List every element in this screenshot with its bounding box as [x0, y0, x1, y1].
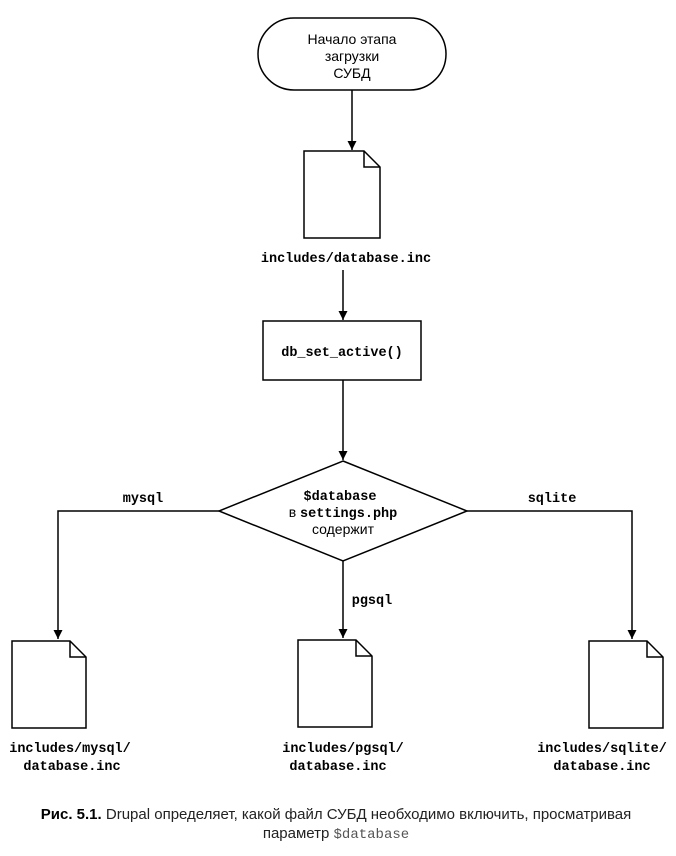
process-label: db_set_active() [281, 346, 403, 361]
document-icon-database-inc [303, 150, 381, 239]
caption-code: $database [334, 827, 410, 843]
sqlite-branch-label: sqlite [528, 492, 577, 507]
decision-line2: в settings.php [289, 504, 398, 522]
figure-caption-line2: параметр $database [263, 825, 409, 843]
start-label-line3: СУБД [333, 65, 371, 81]
document-icon-mysql [11, 640, 87, 729]
sqlite-file-line2: database.inc [553, 760, 650, 775]
figure-number: Рис. 5.1. [41, 806, 102, 823]
start-label-line1: Начало этапа [308, 31, 397, 47]
start-label-line2: загрузки [325, 48, 379, 64]
arrow-sqlite-branch [467, 510, 637, 639]
decision-prefix: в [289, 504, 300, 520]
document-icon-sqlite [588, 640, 664, 729]
decision-var: $database [304, 490, 377, 505]
figure-caption-line1: Рис. 5.1. Drupal определяет, какой файл … [41, 806, 631, 823]
decision-diamond: $database в settings.php содержит [216, 460, 470, 562]
caption-prefix: параметр [263, 825, 334, 842]
document-icon-pgsql [297, 639, 373, 728]
process-box: db_set_active() [262, 320, 422, 381]
pgsql-branch-label: pgsql [352, 594, 393, 609]
mysql-file-line1: includes/mysql/ [9, 742, 131, 757]
start-terminator: Начало этапа загрузки СУБД [257, 17, 447, 91]
mysql-branch-label: mysql [123, 492, 164, 507]
pgsql-file-line1: includes/pgsql/ [282, 742, 404, 757]
decision-file: settings.php [300, 507, 397, 522]
database-inc-label: includes/database.inc [261, 252, 431, 267]
mysql-file-line2: database.inc [23, 760, 120, 775]
arrow-mysql-branch [53, 510, 219, 639]
sqlite-file-line1: includes/sqlite/ [537, 742, 667, 757]
decision-verb: содержит [312, 521, 375, 537]
pgsql-file-line2: database.inc [289, 760, 386, 775]
caption-text: Drupal определяет, какой файл СУБД необх… [102, 806, 632, 823]
